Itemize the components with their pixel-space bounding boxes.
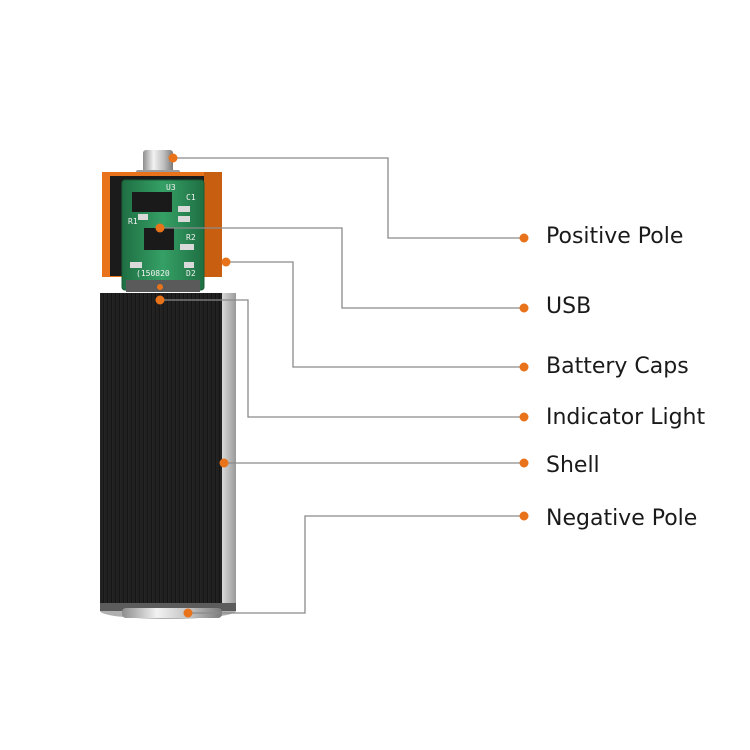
dot-battery-caps-start <box>221 257 231 267</box>
pcb-marking-code: (150820 <box>136 269 170 278</box>
chip-main <box>144 228 174 250</box>
pcb-marking-r1: R1 <box>128 217 138 226</box>
label-usb: USB <box>546 294 592 319</box>
dot-negative-pole-start <box>183 608 193 618</box>
dot-indicator-light-end <box>519 412 529 422</box>
leader-lines <box>160 157 524 614</box>
leader-indicator-light <box>160 299 524 418</box>
label-negative-pole: Negative Pole <box>546 506 698 531</box>
leader-usb <box>160 227 524 309</box>
battery-shell <box>100 293 236 619</box>
label-battery-caps: Battery Caps <box>546 354 689 379</box>
pcb-marking-u3: U3 <box>166 183 176 192</box>
dot-shell-start <box>219 458 229 468</box>
pcb-marking-c1: C1 <box>186 193 196 202</box>
dot-negative-pole-end <box>519 511 529 521</box>
pcb-marking-r2: R2 <box>186 233 196 242</box>
indicator-led <box>157 284 163 290</box>
label-shell: Shell <box>546 453 600 478</box>
pcb-board: U3 R1 C1 R2 D2 (150820 <box>121 179 205 292</box>
marker-dots <box>155 153 529 618</box>
dot-battery-caps-end <box>519 362 529 372</box>
dot-usb-start <box>155 223 165 233</box>
label-positive-pole: Positive Pole <box>546 224 684 249</box>
dot-positive-pole-end <box>519 233 529 243</box>
pcb-marking-d2: D2 <box>186 269 196 278</box>
dot-indicator-light-start <box>155 295 165 305</box>
negative-pole-cap <box>122 608 222 618</box>
label-indicator-light: Indicator Light <box>546 405 706 430</box>
leader-battery-caps <box>226 261 524 368</box>
leader-positive-pole <box>173 157 524 239</box>
dot-shell-end <box>519 458 529 468</box>
dot-positive-pole-start <box>168 153 178 163</box>
leader-negative-pole <box>188 515 524 614</box>
chip-u3 <box>132 192 172 212</box>
dot-usb-end <box>519 303 529 313</box>
